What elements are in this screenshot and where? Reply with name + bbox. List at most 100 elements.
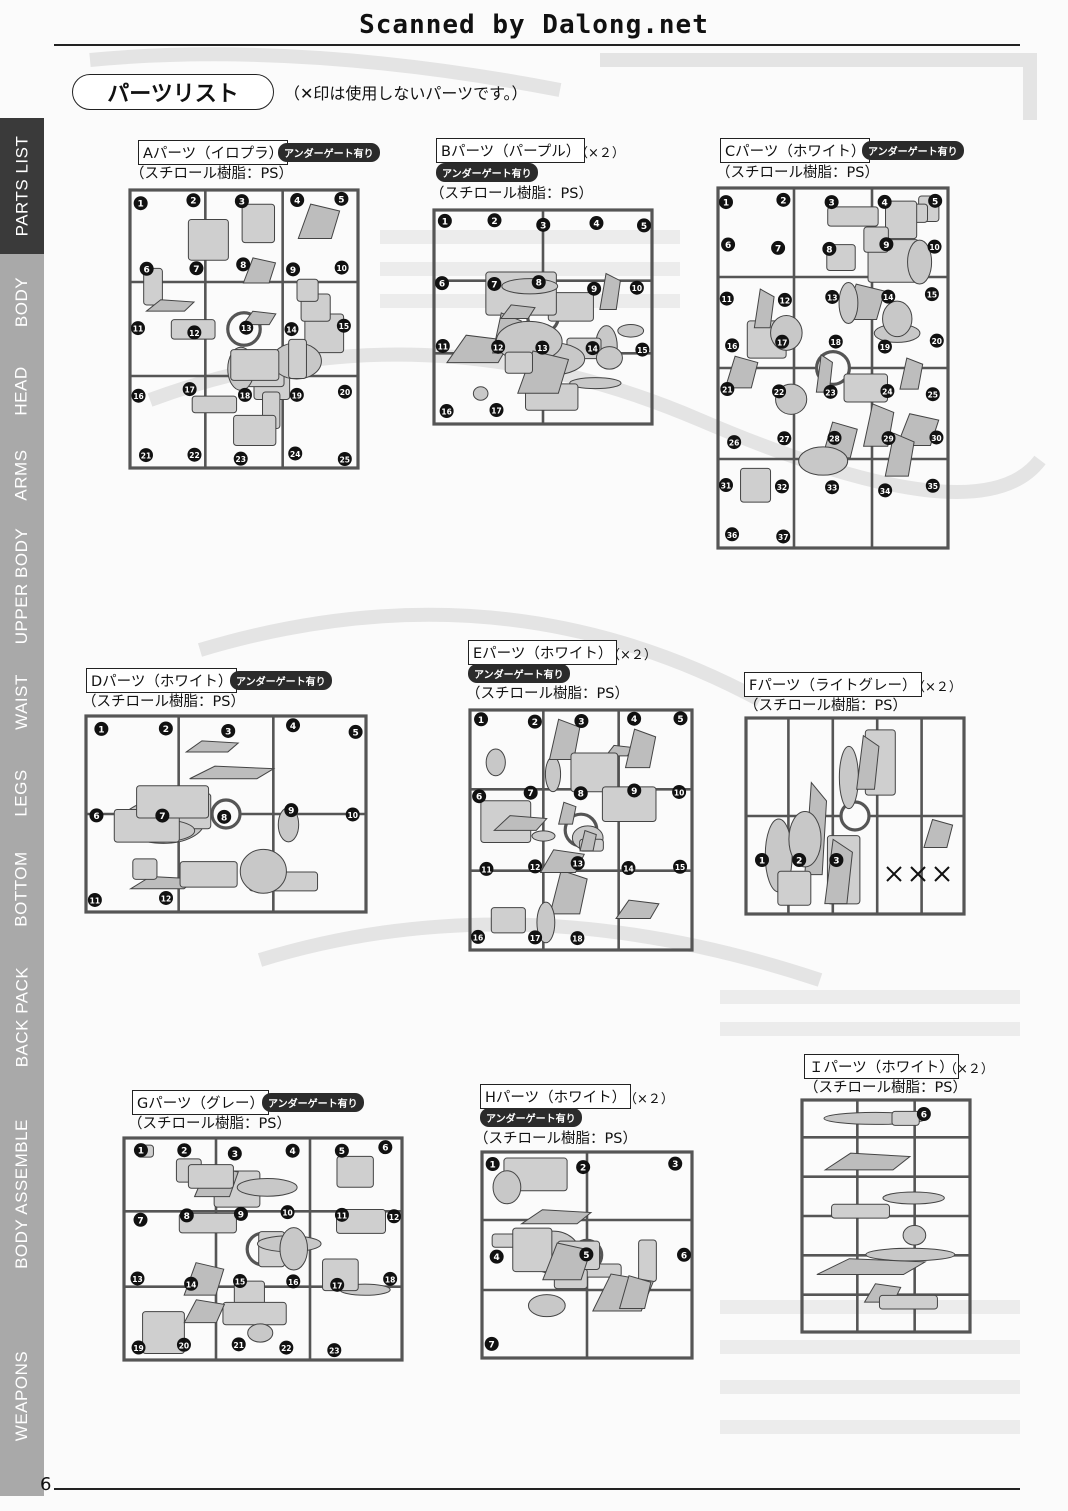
part-number-label: 9: [290, 266, 296, 276]
part-number-marker: [771, 240, 786, 255]
tab-body-assemble[interactable]: BODY ASSEMBLE: [0, 1092, 44, 1298]
part-number-label: 3: [833, 857, 839, 867]
part-piece: [490, 907, 526, 934]
part-piece: [838, 282, 859, 324]
part-number-marker: [528, 859, 543, 874]
part-number-marker: [89, 808, 104, 823]
part-number-label: 25: [340, 455, 350, 464]
part-number-label: 20: [179, 1341, 189, 1350]
part-piece: [907, 239, 933, 285]
part-number-label: 10: [674, 788, 684, 797]
part-number-label: 22: [189, 451, 199, 460]
part-piece: [279, 1227, 309, 1271]
part-number-label: 24: [882, 388, 892, 397]
part-number-marker: [776, 192, 791, 207]
part-number-label: 6: [144, 265, 150, 275]
part-number-label: 19: [133, 1344, 143, 1353]
part-number-label: 12: [530, 863, 540, 872]
part-number-marker: [334, 260, 349, 275]
part-number-marker: [158, 721, 173, 736]
part-number-marker: [677, 1247, 691, 1262]
part-piece: [183, 1299, 226, 1324]
tab-weapons[interactable]: WEAPONS: [0, 1296, 44, 1498]
part-number-label: 16: [473, 933, 483, 942]
part-piece: [891, 1110, 920, 1126]
part-piece: [191, 395, 238, 414]
part-number-label: 1: [478, 716, 484, 726]
tab-parts-list[interactable]: PARTS LIST: [0, 118, 44, 256]
scan-credit: Scanned by Dalong.net: [359, 10, 709, 40]
tab-back-pack[interactable]: BACK PACK: [0, 942, 44, 1094]
tab-arms[interactable]: ARMS: [0, 432, 44, 520]
tab-waist[interactable]: WAIST: [0, 654, 44, 752]
part-number-label: 6: [382, 1144, 388, 1154]
part-number-marker: [629, 280, 644, 295]
tab-upper-body[interactable]: UPPER BODY: [0, 518, 44, 656]
part-piece: [179, 861, 238, 888]
part-piece: [549, 869, 588, 915]
part-number-marker: [285, 1143, 300, 1158]
part-number-marker: [536, 217, 551, 232]
part-title: Bパーツ（パープル）: [436, 138, 586, 163]
quantity-label: （×２）: [607, 648, 657, 663]
part-piece: [512, 1227, 553, 1273]
part-number-marker: [725, 338, 740, 353]
part-number-marker: [182, 382, 197, 397]
part-number-marker: [774, 479, 789, 494]
part-number-marker: [775, 334, 790, 349]
part-number-marker: [186, 193, 201, 208]
part-number-label: 13: [241, 324, 251, 333]
part-piece: [569, 377, 622, 390]
header-note: （✕印は使用しないパーツです。）: [284, 84, 528, 103]
part-piece: [599, 272, 621, 310]
part-number-label: 11: [438, 342, 448, 351]
part-number-label: 5: [641, 222, 647, 232]
part-number-label: 13: [132, 1275, 142, 1284]
part-number-label: 30: [931, 434, 941, 443]
part-number-marker: [489, 402, 504, 417]
part-number-label: 3: [828, 199, 834, 209]
part-number-marker: [87, 892, 102, 907]
part-piece: [492, 1170, 522, 1205]
part-number-label: 12: [389, 1213, 399, 1222]
part-number-label: 31: [721, 482, 731, 491]
tab-head[interactable]: HEAD: [0, 350, 44, 434]
part-number-label: 18: [831, 338, 841, 347]
part-number-label: 10: [336, 264, 346, 273]
part-number-label: 16: [441, 408, 451, 417]
part-piece: [777, 870, 812, 906]
part-piece: [570, 752, 619, 793]
part-piece: [187, 1164, 234, 1189]
part-number-marker: [227, 1146, 242, 1161]
part-number-label: 4: [294, 197, 300, 207]
part-number-label: 22: [281, 1344, 291, 1353]
material-label: （スチロール樹脂：PS）: [430, 186, 593, 202]
part-number-label: 11: [133, 325, 143, 334]
part-number-label: 28: [829, 434, 839, 443]
tab-legs[interactable]: LEGS: [0, 750, 44, 838]
material-label: （スチロール樹脂：PS）: [716, 165, 879, 181]
part-piece: [923, 818, 954, 848]
part-number-marker: [474, 712, 489, 727]
part-number-label: 10: [347, 811, 357, 820]
part-number-marker: [573, 786, 588, 801]
part-number-label: 18: [385, 1275, 395, 1284]
tab-body[interactable]: BODY: [0, 254, 44, 352]
part-piece: [856, 734, 880, 790]
side-tab-nav: PARTS LIST BODY HEAD ARMS UPPER BODY WAI…: [0, 118, 44, 1498]
part-number-label: 1: [723, 199, 729, 209]
bottom-rule: [54, 1488, 1020, 1490]
part-number-label: 20: [932, 337, 942, 346]
part-number-marker: [187, 325, 202, 340]
part-number-marker: [668, 1156, 683, 1171]
part-number-marker: [179, 1208, 194, 1223]
part-number-label: 14: [286, 326, 296, 335]
tab-bottom[interactable]: BOTTOM: [0, 836, 44, 944]
part-piece: [178, 1212, 237, 1234]
part-piece: [527, 1294, 566, 1318]
part-title: Hパーツ（ホワイト）: [480, 1084, 632, 1109]
part-number-label: 17: [332, 1281, 342, 1290]
part-piece: [132, 858, 158, 880]
part-number-marker: [387, 1209, 401, 1224]
